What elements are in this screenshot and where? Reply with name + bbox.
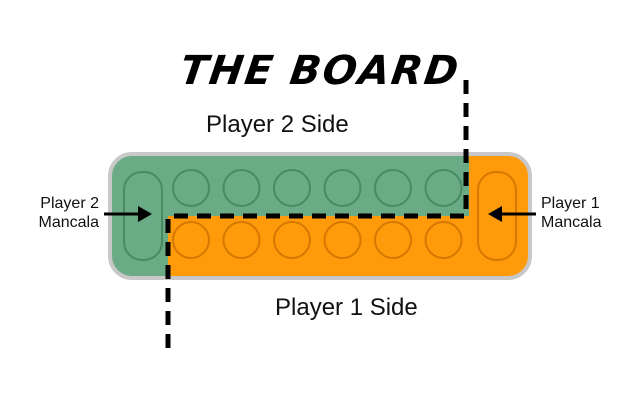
board-outline (108, 152, 532, 280)
player1-pit-1 (172, 221, 210, 259)
player1-pit-2 (222, 221, 261, 259)
player1-pit-5 (374, 221, 412, 259)
diagram-title: THE BOARD (177, 48, 463, 94)
player2-pit-row (172, 169, 463, 207)
player1-side-label: Player 1 Side (275, 294, 418, 321)
player2-pit-1 (172, 169, 210, 207)
player2-pit-5 (374, 169, 412, 207)
player2-pit-3 (273, 169, 311, 207)
player2-pit-6 (424, 169, 463, 207)
player1-pit-6 (424, 221, 463, 259)
player2-mancala-label: Player 2 Mancala (22, 194, 99, 232)
player1-mancala-label: Player 1 Mancala (541, 194, 621, 232)
player2-pit-2 (222, 169, 261, 207)
player1-mancala-label-line2: Mancala (541, 214, 602, 231)
player1-pit-3 (273, 221, 311, 259)
player1-pit-row (172, 221, 463, 259)
player2-pit-4 (323, 169, 362, 207)
player1-pit-4 (323, 221, 362, 259)
player2-mancala-label-line1: Player 2 (40, 195, 99, 212)
player1-mancala-arrow (488, 206, 536, 222)
player2-mancala-label-line2: Mancala (38, 214, 99, 231)
player2-side-label: Player 2 Side (206, 111, 349, 138)
player2-mancala-arrow (104, 206, 152, 222)
side-divider-dashed-line (165, 80, 469, 355)
player1-mancala-label-line1: Player 1 (541, 195, 600, 212)
